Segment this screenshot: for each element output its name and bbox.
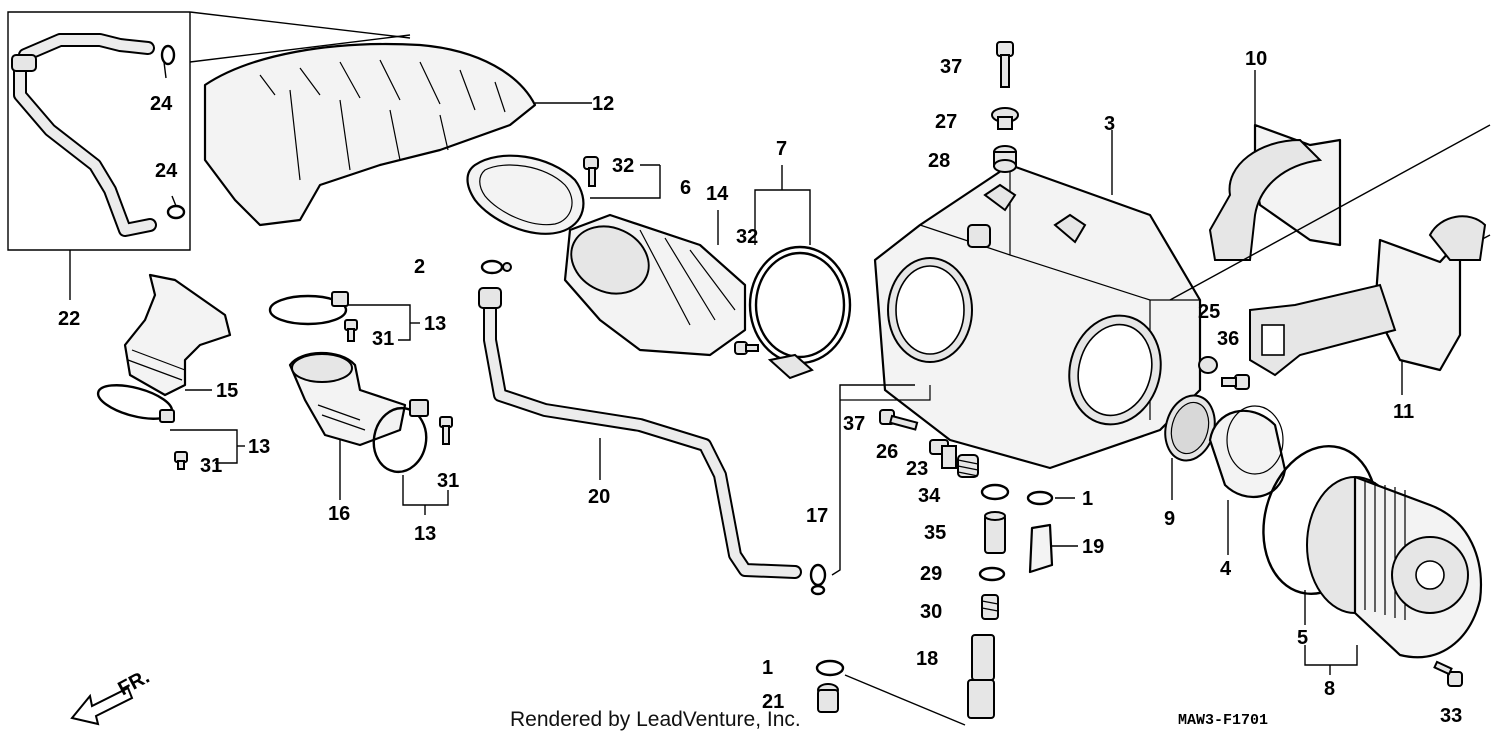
screen-9	[1164, 394, 1216, 500]
callout-36: 36	[1217, 328, 1239, 350]
spring-23	[957, 454, 979, 478]
air-duct-10	[1208, 70, 1342, 261]
callout-17: 17	[806, 505, 828, 527]
joint-gasket-6	[466, 154, 661, 235]
intake-joint-16	[288, 351, 407, 500]
screw-31-lower	[439, 416, 453, 445]
front-direction-arrow-icon	[70, 686, 134, 726]
tube-35	[984, 511, 1006, 554]
band-13-left	[96, 384, 245, 464]
diagram-code: MAW3-F1701	[1178, 712, 1269, 729]
screw-33	[1433, 660, 1463, 687]
clip-1-right	[1026, 490, 1075, 506]
drain-hose-20	[478, 287, 802, 579]
callout-1-right: 1	[1082, 488, 1093, 510]
clip-17	[809, 384, 915, 596]
callout-27: 27	[935, 111, 957, 133]
callout-2: 2	[414, 256, 425, 278]
air-funnel-14	[563, 210, 747, 357]
callout-13-top: 13	[424, 313, 446, 335]
callout-19: 19	[1082, 536, 1104, 558]
callout-13-left: 13	[248, 436, 270, 458]
callout-12: 12	[592, 93, 614, 115]
callout-11: 11	[1393, 401, 1414, 423]
callout-20: 20	[588, 486, 610, 508]
callout-32-upper: 32	[612, 155, 634, 177]
clip-1-lower	[815, 659, 845, 677]
bolt-37-lower	[879, 409, 919, 431]
band-13-top	[268, 291, 420, 341]
callout-31-lower: 31	[437, 470, 459, 492]
callout-33: 33	[1440, 705, 1462, 727]
washer-25	[1198, 356, 1218, 374]
callout-21: 21	[762, 691, 784, 713]
callout-6: 6	[680, 177, 691, 199]
breather-hose-group-frame	[7, 11, 411, 300]
clip-29	[978, 566, 1006, 582]
callout-37-upper: 37	[940, 56, 962, 78]
callout-25: 25	[1198, 301, 1220, 323]
callout-30: 30	[920, 601, 942, 623]
clip-24-upper	[160, 44, 176, 79]
callout-10: 10	[1245, 48, 1267, 70]
screw-31-top	[344, 319, 358, 342]
breather-hose	[11, 33, 157, 237]
callout-1-lower: 1	[762, 657, 773, 679]
callout-22: 22	[58, 308, 80, 330]
callout-23: 23	[906, 458, 928, 480]
air-cleaner-cover	[203, 42, 592, 227]
screw-31-left	[174, 451, 188, 470]
washer-27	[991, 107, 1019, 130]
callout-32-lower: 32	[736, 226, 758, 248]
callout-7: 7	[776, 138, 787, 160]
callout-35: 35	[924, 522, 946, 544]
callout-24-upper: 24	[150, 93, 173, 115]
callout-28: 28	[928, 150, 950, 172]
callout-labels: 1 1 2 3 4 5 6 7 8 9 10 11 12 13 13 13 14…	[58, 48, 1462, 727]
tube-18	[967, 634, 995, 719]
air-cleaner-element-8	[1304, 475, 1482, 675]
callout-4: 4	[1220, 558, 1232, 580]
grommet-28	[993, 145, 1017, 173]
screw-32-lower	[734, 341, 759, 355]
air-duct-11	[1169, 124, 1491, 395]
joint-4	[1208, 405, 1287, 555]
intake-joint-15	[123, 273, 232, 397]
cap-21	[817, 683, 839, 713]
callout-5: 5	[1297, 627, 1308, 649]
callout-31-left: 31	[200, 455, 222, 477]
callout-37-lower: 37	[843, 413, 865, 435]
render-credit: Rendered by LeadVenture, Inc.	[510, 708, 801, 731]
collar-26	[929, 439, 957, 469]
callout-16: 16	[328, 503, 350, 525]
callout-9: 9	[1164, 508, 1175, 530]
callout-15: 15	[216, 380, 238, 402]
callout-26: 26	[876, 441, 898, 463]
cap-19	[1028, 523, 1078, 574]
clip-24-lower	[166, 195, 186, 220]
callout-13-lower: 13	[414, 523, 436, 545]
callout-3: 3	[1104, 113, 1115, 135]
band-7	[748, 165, 852, 380]
callout-14: 14	[706, 183, 729, 205]
callout-29: 29	[920, 563, 942, 585]
callout-18: 18	[916, 648, 938, 670]
callout-24-lower: 24	[155, 160, 178, 182]
spring-30	[981, 594, 999, 620]
leader-1-lower	[844, 674, 966, 726]
bolt-36	[1221, 374, 1250, 390]
screw-32-upper	[583, 156, 599, 187]
band-13-lower	[372, 399, 449, 515]
bolt-37-upper	[996, 41, 1014, 88]
clip-2	[480, 259, 512, 275]
callout-31-top: 31	[372, 328, 394, 350]
air-cleaner-case-3	[840, 130, 1202, 470]
clip-34	[980, 483, 1010, 501]
callout-8: 8	[1324, 678, 1335, 700]
callout-34: 34	[918, 485, 941, 507]
